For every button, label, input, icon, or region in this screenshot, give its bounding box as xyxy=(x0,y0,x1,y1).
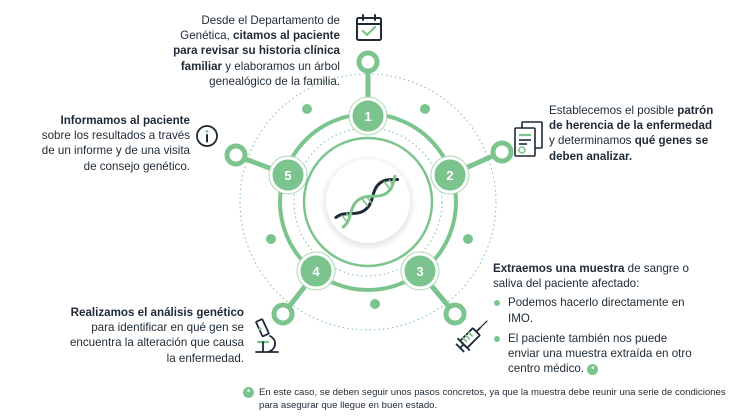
spoke-end-rings xyxy=(224,50,514,326)
step-number-1: 1 xyxy=(364,109,371,124)
footnote: * En este caso, se deben seguir unos pas… xyxy=(243,386,729,412)
list-item: Podemos hacerlo directamente en IMO. xyxy=(493,295,698,325)
step-2-text: Establecemos el posible patrón de herenc… xyxy=(549,104,714,163)
footnote-text: En este caso, se deben seguir unos pasos… xyxy=(259,387,726,411)
step-node-4: 4 xyxy=(296,251,336,291)
step-3-text: Extraemos una muestra de sangre o saliva… xyxy=(493,261,698,381)
calendar-check-icon xyxy=(356,14,382,41)
inner-dotted-ring xyxy=(293,127,443,277)
step-3-bullets: Podemos hacerlo directamente en IMO. El … xyxy=(493,295,698,376)
outer-dotted-ring xyxy=(239,73,497,331)
step-number-3: 3 xyxy=(416,264,423,279)
center-disc xyxy=(326,159,410,243)
inner-ring xyxy=(302,136,434,268)
dna-icon xyxy=(334,174,400,229)
microscope-icon xyxy=(255,318,279,353)
step-node-1: 1 xyxy=(348,96,388,136)
asterisk-badge: * xyxy=(243,387,254,398)
step-1-text: Desde el Departamento de Genética, citam… xyxy=(173,14,340,88)
info-icon xyxy=(196,125,218,147)
step-4-text: Realizamos el análisis genético para ide… xyxy=(69,306,244,365)
step-node-2: 2 xyxy=(430,155,470,195)
step-number-4: 4 xyxy=(312,264,320,279)
step-5-text: Informamos al paciente sobre los resulta… xyxy=(41,114,190,173)
list-item: El paciente también nos puede enviar una… xyxy=(493,331,698,377)
step-node-3: 3 xyxy=(400,251,440,291)
step-number-5: 5 xyxy=(284,168,291,183)
documents-icon xyxy=(514,121,543,157)
decorative-dots xyxy=(266,104,473,309)
step-node-5: 5 xyxy=(268,155,308,195)
asterisk-badge: * xyxy=(587,363,599,375)
syringe-icon xyxy=(455,320,488,353)
step-number-2: 2 xyxy=(446,168,453,183)
